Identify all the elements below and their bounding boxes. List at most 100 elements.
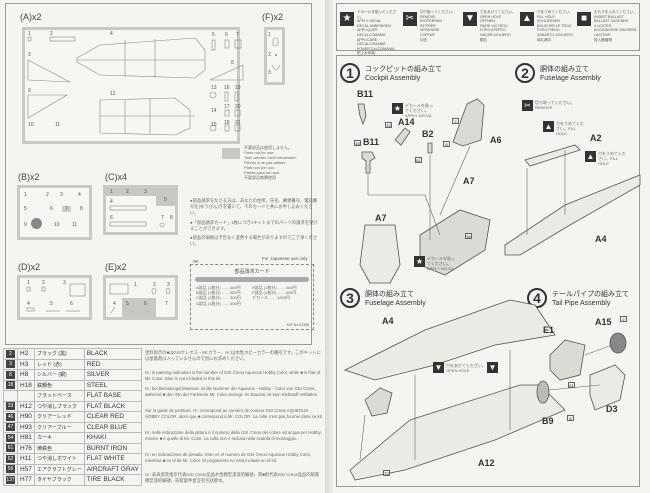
part-number: 10 (54, 222, 60, 228)
legend-line: FORO PIENO (537, 28, 560, 33)
card-line: B部品 (1枚分) ……300円 (196, 290, 241, 296)
color-row: 3 H3 レッド (赤) RED (3, 358, 142, 370)
part-number: 1 (268, 32, 271, 38)
part-number: 16 (224, 85, 230, 91)
legend-line: 鑽孔 (480, 37, 488, 42)
legend-line: 穴をうめてください。 (537, 10, 573, 14)
part-number: 4 (110, 31, 113, 37)
color-ref: 61 (568, 382, 575, 388)
part-number: 19 (235, 85, 241, 91)
sprue-c-parts-drawing (109, 205, 165, 228)
part-number: 4 (78, 192, 81, 198)
legend-line: CORTAR (420, 32, 435, 37)
mr-color-badge: 137 (6, 475, 15, 484)
legend-line: FAIRE UN TROU (480, 23, 508, 28)
stick-b11-top (357, 103, 367, 126)
sprue-c-label: (C)x4 (105, 172, 127, 182)
page-gutter (325, 0, 333, 493)
part-number: 5 (24, 206, 27, 212)
sprue-e-parts-drawing (109, 283, 171, 314)
step-title-en: Cockpit Assembly (365, 75, 421, 82)
fill-callout-text: 穴をうめてください。FILL HOLE (598, 151, 626, 166)
legend-line: 貼上水印紙 (357, 51, 375, 56)
legend-line: 放入壓艙物 (594, 37, 612, 42)
paint-note-it: H□ nelle indicazione della pittura è il … (145, 430, 322, 441)
card-line: D部品 (1枚分) ……300円 (196, 300, 241, 306)
legend-line: INSERT BALLAST (594, 14, 624, 19)
part-number: 8 (170, 215, 173, 221)
legend-line: DECAL ANBRINGEN (357, 23, 392, 28)
legend-line: REMOVE (420, 14, 436, 19)
card-bar (195, 277, 309, 282)
sprue-f-label: (F)x2 (262, 12, 283, 22)
legend-line: FORO APERTO (480, 28, 506, 33)
star-decal-icon: ★ (414, 256, 425, 267)
note-bullet: ●部品の価格は予告なく変更する場合がありますのでご了承ください。 (190, 235, 318, 246)
symbol-legend (336, 3, 640, 51)
parts-order-card: 部品請求カード A部品 (1枚分) ……400円 E部品 (1枚分) ……400… (190, 264, 314, 330)
color-name-en: TIRE BLACK (83, 474, 142, 486)
legend-line: デカールを貼ってください。 (357, 10, 397, 19)
part-number: 6 (50, 206, 53, 212)
part-a15 (609, 332, 627, 354)
not-for-use-line: Teile werden nicht verwendet. (244, 155, 297, 160)
part-number: 1 (134, 282, 137, 288)
paint-note-en: H□ in painting indication is the number … (145, 370, 321, 381)
not-for-use-line: Parts not for use. (244, 150, 275, 155)
open-hole-icon: ▼ (463, 12, 477, 26)
legend-line: BALLAST ZUGEBEN (594, 19, 629, 24)
legend-line: HACER AGUJERO (480, 32, 511, 37)
not-for-use-line: Pièces à ne pas utiliser. (244, 160, 287, 165)
part-number: 6 (70, 301, 73, 307)
sprue-e-unused-area (122, 298, 156, 317)
mr-color-badge: 18 (6, 381, 15, 390)
part-number: 2 (126, 189, 129, 195)
legend-line: 穴をあけてください。 (480, 10, 516, 14)
part-a14 (394, 127, 411, 146)
fill-hole-icon: ▲ (585, 151, 596, 162)
color-row: 47 H93 クリアーブルー CLEAR BLUE (3, 421, 142, 433)
sprue-d-parts-drawing (26, 283, 86, 312)
paint-note-jp: 塗料指示の■はGSIクレオス・Mr.カラー、H□は水性ホビーカラーの番号です。こ… (145, 350, 321, 361)
part-b2 (427, 142, 433, 154)
legend-line: 切去 (420, 37, 428, 42)
sprue-d-label: (D)x2 (18, 262, 40, 272)
legend-line: 填孔補平 (537, 37, 552, 42)
sprue-e-label: (E)x2 (105, 262, 127, 272)
part-number: 7 (236, 32, 239, 38)
color-badge-cell: 137 (3, 474, 18, 486)
sprue-c: 1 2 3 4 5 6 7 8 (103, 185, 178, 235)
part-number: 2 (153, 282, 156, 288)
part-number: 2 (50, 31, 53, 37)
part-number: 4 (110, 199, 113, 205)
color-ref: 61 (415, 157, 422, 163)
part-number: 20 (235, 104, 241, 110)
legend-line: FILL HOLE (537, 14, 555, 19)
legend-line: A LESTER (594, 23, 612, 28)
legend-line: AGGIUNGERE ZAVORRA (594, 28, 637, 33)
open-hole-icon: ▼ (487, 362, 498, 373)
fill-hole-icon: ▲ (520, 12, 534, 26)
color-ref: 18 (354, 140, 361, 146)
open-callout-text: 穴をあけてください。OPEN HOLE (446, 363, 486, 373)
not-for-use-line: Partes para no usar. (244, 170, 281, 175)
label-a6: A6 (490, 135, 502, 145)
card-line: F部品 (1枚分) ……300円 (252, 290, 297, 296)
step-title-en: Tail Pipe Assembly (552, 300, 611, 307)
part-number: 21 (235, 120, 241, 126)
label-b11: B11 (363, 137, 380, 147)
canopy-parts-drawing (271, 37, 281, 70)
sprue-a-parts-drawing (27, 36, 244, 136)
part-number: 11 (55, 122, 61, 128)
legend-line: RETIRER (420, 23, 436, 28)
sprue-c-unused-area (156, 196, 175, 206)
color-row: 18 H18 鉄鋼色 STEEL (3, 379, 142, 391)
legend-line: SCHLIESSEN (537, 19, 560, 24)
